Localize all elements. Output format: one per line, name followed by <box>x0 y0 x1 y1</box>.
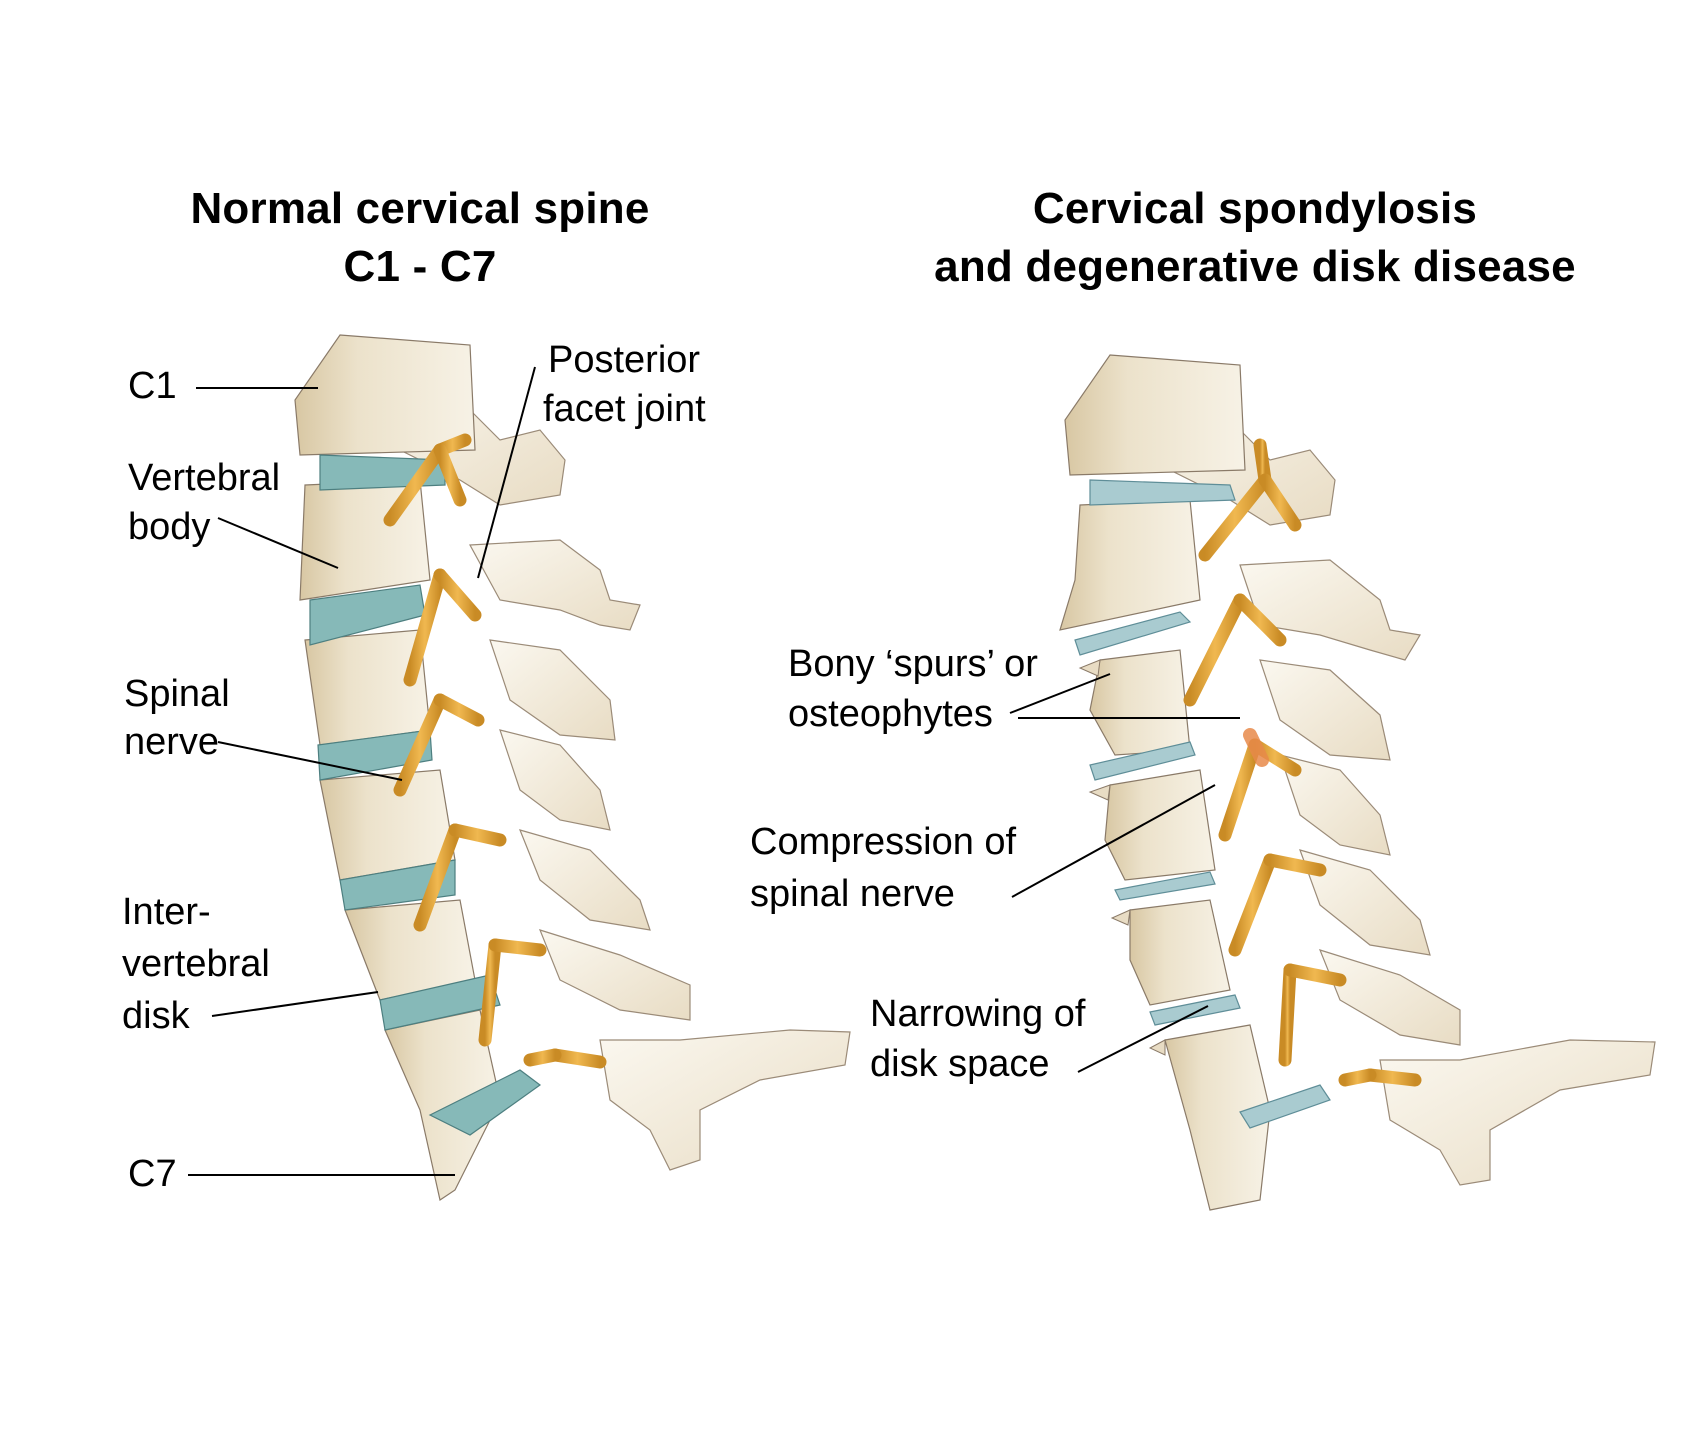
leader-lines <box>188 366 1240 1176</box>
leader-line-compression <box>1011 784 1216 898</box>
label-intervertebral-disk-line1: Inter- <box>122 891 211 933</box>
label-osteophytes-line1: Bony ‘spurs’ or <box>788 643 1038 685</box>
label-c7: C7 <box>128 1153 177 1195</box>
degenerative-vertebral-bodies <box>1059 354 1271 1211</box>
label-osteophytes-line2: osteophytes <box>788 693 993 735</box>
spondylosis-title-line1: Cervical spondylosis <box>1032 184 1478 233</box>
label-compression-line1: Compression of <box>750 821 1017 863</box>
label-compression-line2: spinal nerve <box>750 873 955 915</box>
degenerated-intervertebral-disks <box>1074 479 1331 1129</box>
leader-line-vertebral-body <box>217 517 339 569</box>
leader-line-spurs-upper <box>1009 673 1111 714</box>
degenerative-spinal-nerves <box>1183 438 1422 1217</box>
leader-line-spinal-nerve <box>217 741 403 781</box>
label-intervertebral-disk-line2: vertebral <box>122 943 270 985</box>
leader-line-intervertebral-disk <box>211 991 379 1017</box>
label-vertebral-body-line2: body <box>128 506 211 548</box>
normal-spinal-nerves <box>383 433 607 1197</box>
degenerative-spine <box>1059 354 1656 1217</box>
label-c1: C1 <box>128 365 177 407</box>
compressed-nerve-highlight <box>1243 728 1269 767</box>
normal-intervertebral-disks <box>309 454 542 1136</box>
normal-spine <box>294 334 851 1201</box>
leader-line-posterior-facet <box>477 366 536 579</box>
osteophyte-spurs <box>1078 659 1166 1056</box>
spondylosis-title: Cervical spondylosis and degenerative di… <box>860 180 1650 296</box>
label-vertebral-body-line1: Vertebral <box>128 457 281 499</box>
normal-spine-title-line1: Normal cervical spine <box>190 184 650 233</box>
label-narrowing-line1: Narrowing of <box>870 993 1086 1035</box>
label-spinal-nerve-line1: Spinal <box>124 673 230 715</box>
normal-spine-title: Normal cervical spine C1 - C7 <box>140 180 700 296</box>
label-intervertebral-disk-line3: disk <box>122 995 190 1037</box>
normal-spine-title-line2: C1 - C7 <box>343 242 497 291</box>
label-spinal-nerve-line2: nerve <box>124 721 220 763</box>
label-posterior-facet-line1: Posterior <box>548 339 701 381</box>
label-narrowing-line2: disk space <box>870 1043 1050 1085</box>
leader-line-narrowing <box>1077 1005 1209 1073</box>
spondylosis-title-line2: and degenerative disk disease <box>934 242 1576 291</box>
label-posterior-facet-line2: facet joint <box>543 388 706 430</box>
